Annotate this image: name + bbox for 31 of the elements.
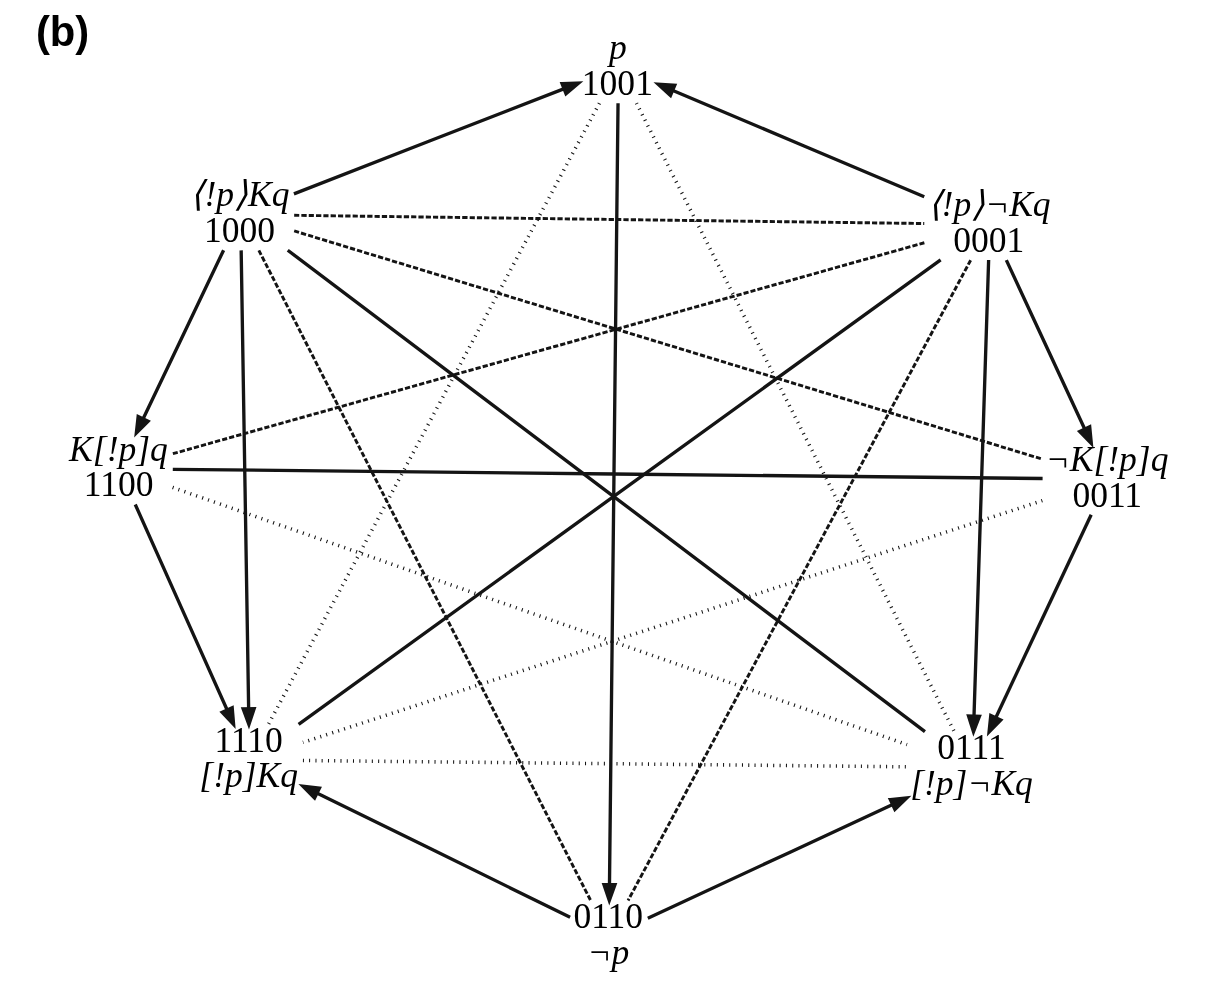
connector	[302, 498, 1043, 744]
connector	[266, 101, 601, 725]
arrow	[653, 81, 925, 198]
node-text: ¬K[!p]q 0011	[1045, 438, 1169, 515]
node-text: 0111 [!p]¬Kq	[910, 726, 1033, 803]
connector	[634, 101, 956, 733]
connector	[257, 249, 593, 901]
arrow	[966, 259, 991, 737]
connector	[294, 213, 925, 225]
connector	[302, 758, 907, 769]
arrow	[133, 503, 236, 729]
arrow	[134, 249, 226, 438]
arrow	[601, 102, 620, 905]
node-text: ⟨!p⟩Kq 1000	[190, 173, 290, 250]
node-text: K[!p]q 1100	[69, 428, 168, 504]
connector	[172, 485, 908, 746]
arrow	[293, 80, 584, 195]
arrow	[647, 795, 912, 920]
arrow	[1004, 258, 1094, 448]
connector	[626, 259, 972, 901]
node-text: 1110 [!p]Kq	[199, 719, 299, 795]
label: (b)	[35, 7, 90, 55]
connector	[293, 229, 1043, 461]
arrow	[986, 513, 1093, 736]
connector	[172, 467, 1043, 480]
arrow	[298, 783, 571, 919]
node-text: ⟨!p⟩¬Kq 0001	[927, 183, 1051, 260]
arrow	[239, 249, 257, 729]
node-text: p 1001	[581, 26, 653, 103]
node-text: 0110 ¬p	[573, 895, 644, 972]
connector	[172, 240, 925, 455]
